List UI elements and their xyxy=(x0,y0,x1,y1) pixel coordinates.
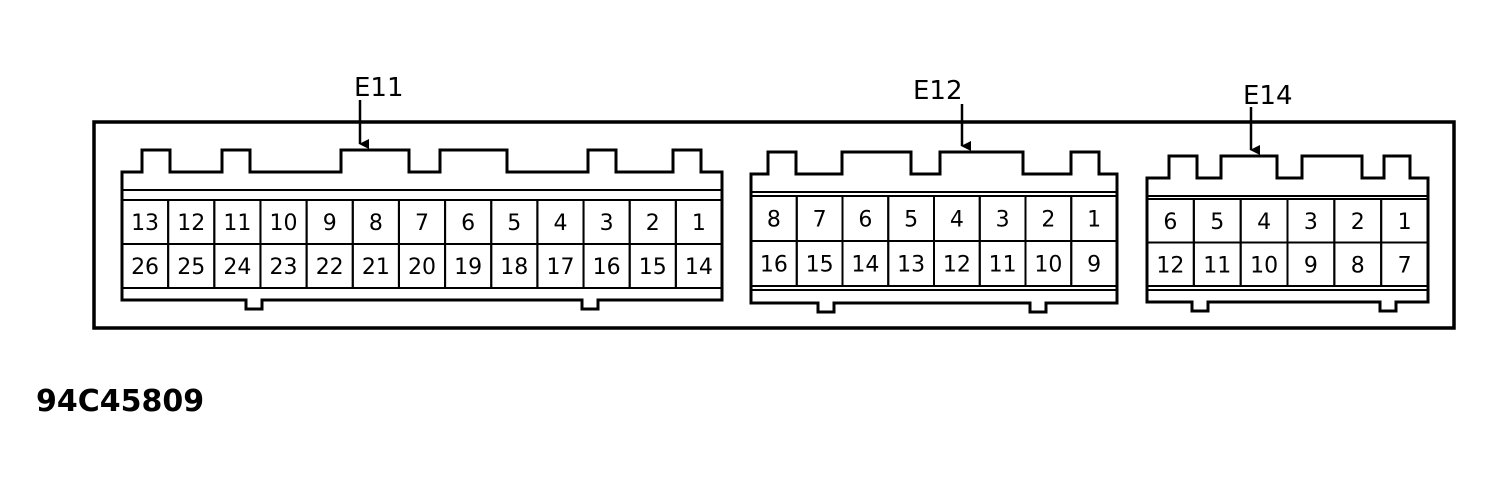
pin-number: 13 xyxy=(131,211,159,236)
pin-number: 8 xyxy=(767,208,781,233)
pin-number: 9 xyxy=(1087,253,1101,278)
pin-cell xyxy=(1070,240,1118,287)
pin-number: 19 xyxy=(454,255,482,280)
pin-number: 7 xyxy=(415,211,429,236)
pin-number: 25 xyxy=(177,255,205,280)
pin-number: 11 xyxy=(223,211,251,236)
pin-cell xyxy=(674,243,723,289)
pin-number: 4 xyxy=(950,208,964,233)
pin-number: 21 xyxy=(362,255,390,280)
pin-number: 5 xyxy=(507,211,521,236)
pin-number: 15 xyxy=(639,255,667,280)
connector-e14-outline xyxy=(1145,154,1430,313)
pin-number: 12 xyxy=(943,253,971,278)
pin-number: 3 xyxy=(1304,210,1318,235)
pin-number: 15 xyxy=(806,253,834,278)
pin-number: 20 xyxy=(408,255,436,280)
pin-number: 10 xyxy=(270,211,298,236)
pin-number: 6 xyxy=(1163,210,1177,235)
connector-e12-outline xyxy=(749,150,1119,314)
pin-number: 11 xyxy=(1203,253,1231,278)
connector-e14-label: E14 xyxy=(1243,81,1293,111)
pin-number: 7 xyxy=(813,208,827,233)
pin-number: 9 xyxy=(323,211,337,236)
connector-e14: 6 5 4 3 2 1 12 11 10 9 8 7 E14 xyxy=(1145,81,1430,313)
pin-number: 16 xyxy=(760,253,788,278)
pin-number: 1 xyxy=(1087,208,1101,233)
pin-number: 9 xyxy=(1304,253,1318,278)
pin-number: 2 xyxy=(1351,210,1365,235)
pin-number: 5 xyxy=(904,208,918,233)
pin-number: 10 xyxy=(1250,253,1278,278)
pin-number: 5 xyxy=(1210,210,1224,235)
pin-number: 6 xyxy=(858,208,872,233)
pin-number: 2 xyxy=(646,211,660,236)
pin-number: 22 xyxy=(316,255,344,280)
pin-number: 2 xyxy=(1041,208,1055,233)
pin-number: 24 xyxy=(223,255,251,280)
pin-number: 12 xyxy=(1156,253,1184,278)
pin-number: 3 xyxy=(996,208,1010,233)
connector-e12-label: E12 xyxy=(913,76,963,106)
pin-number: 11 xyxy=(989,253,1017,278)
pin-number: 14 xyxy=(685,255,713,280)
connector-e11-label: E11 xyxy=(354,73,404,103)
pin-number: 4 xyxy=(1257,210,1271,235)
pin-number: 3 xyxy=(600,211,614,236)
pin-number: 23 xyxy=(270,255,298,280)
pin-number: 6 xyxy=(461,211,475,236)
ecu-housing xyxy=(92,120,1456,330)
pin-number: 13 xyxy=(897,253,925,278)
pin-number: 12 xyxy=(177,211,205,236)
figure-code: 94C45809 xyxy=(36,384,205,419)
pin-number: 14 xyxy=(851,253,879,278)
pin-number: 1 xyxy=(692,211,706,236)
pin-number: 26 xyxy=(131,255,159,280)
connector-e11-outline xyxy=(120,148,724,311)
pin-number: 1 xyxy=(1398,210,1412,235)
pin-cell xyxy=(1380,241,1429,287)
connector-e12: 8 7 6 5 4 3 2 1 16 15 14 13 12 11 10 9 E12 xyxy=(749,76,1119,314)
connector-e14-pins: 6 5 4 3 2 1 12 11 10 9 8 7 xyxy=(1146,198,1429,287)
connector-e12-pins: 8 7 6 5 4 3 2 1 16 15 14 13 12 11 10 9 xyxy=(750,195,1118,287)
pin-number: 16 xyxy=(593,255,621,280)
pin-number: 7 xyxy=(1398,253,1412,278)
pin-number: 10 xyxy=(1034,253,1062,278)
pin-number: 8 xyxy=(369,211,383,236)
pin-number: 8 xyxy=(1351,253,1365,278)
pin-number: 18 xyxy=(500,255,528,280)
pin-number: 17 xyxy=(546,255,574,280)
pin-number: 4 xyxy=(553,211,567,236)
